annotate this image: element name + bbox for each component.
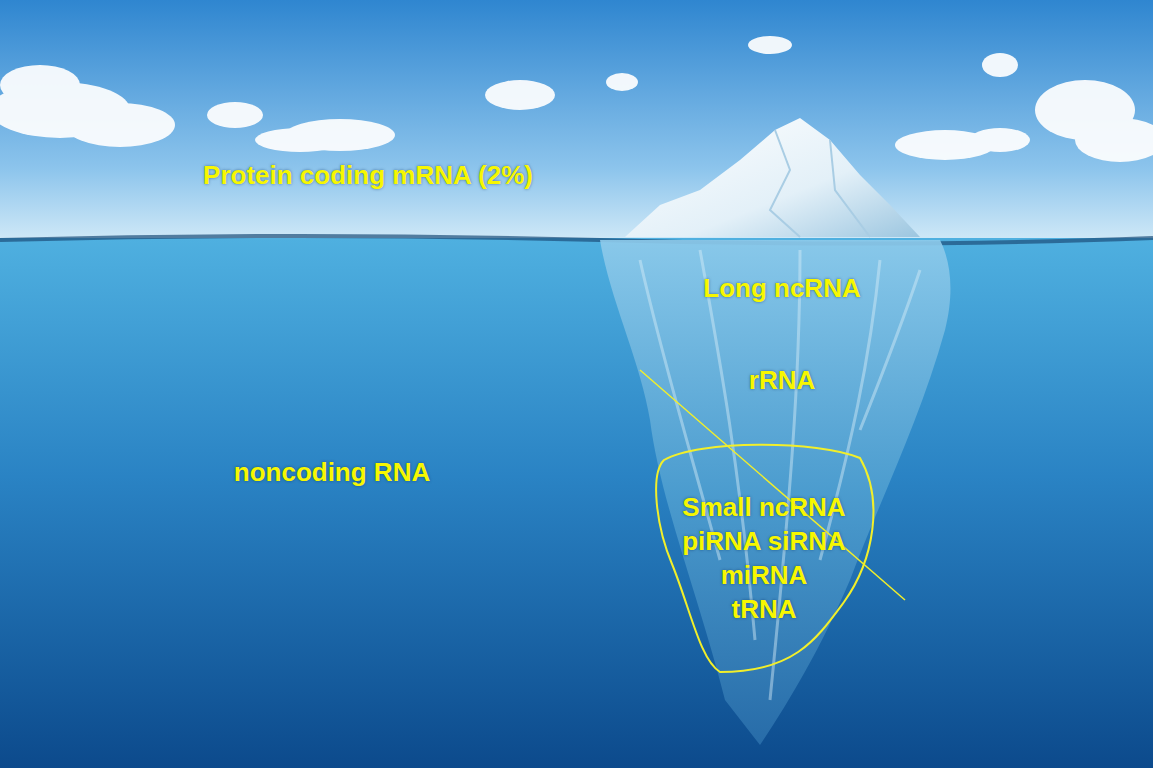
loop-outline (648, 440, 880, 676)
rna-label: Small ncRNA (682, 490, 845, 524)
rna-label: noncoding RNA (234, 458, 430, 487)
rna-label: miRNA (721, 558, 808, 592)
rna-label: tRNA (732, 592, 797, 626)
yellow-stroke (640, 370, 905, 600)
rna-label: rRNA (749, 366, 815, 395)
hand-drawn-loop: Small ncRNApiRNA siRNAmiRNAtRNA (648, 440, 880, 676)
rna-label: Protein coding mRNA (2%) (203, 161, 533, 190)
rna-label: Long ncRNA (703, 274, 860, 303)
rna-label: piRNA siRNA (682, 524, 846, 558)
